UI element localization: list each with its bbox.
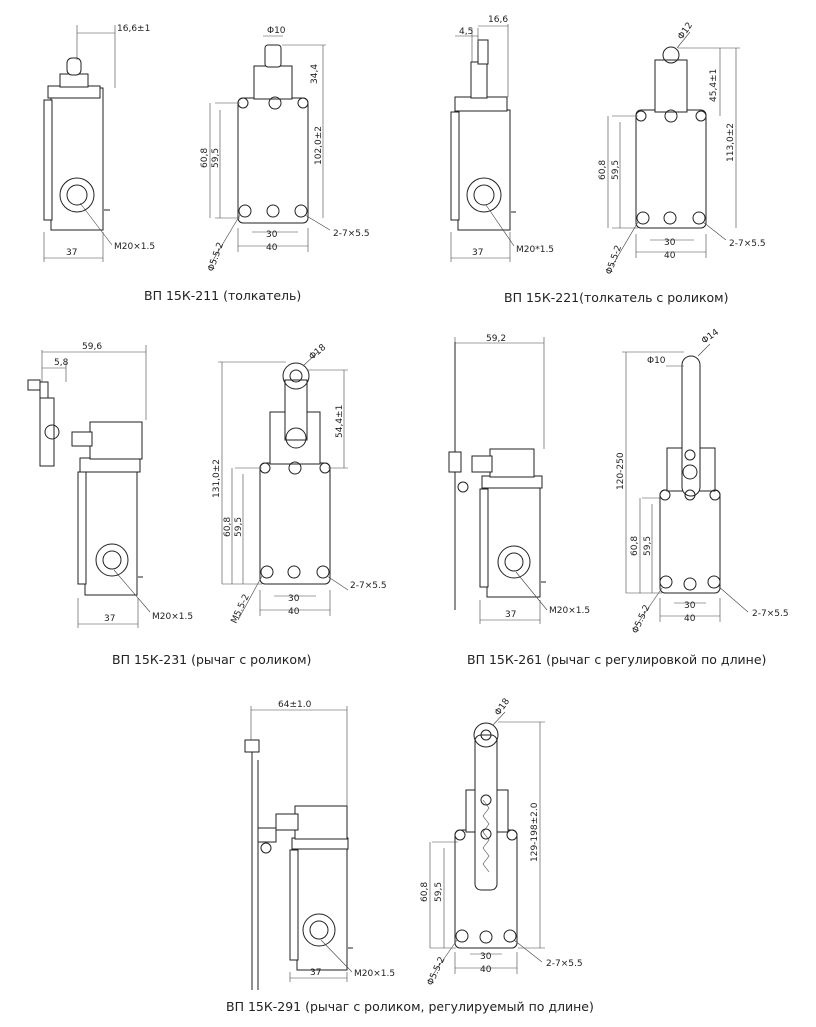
drawing-231-side-view: 59,6 5,8 37 M20×1.5 — [27, 342, 193, 628]
dim-231-side-bottom-width: 37 — [104, 614, 115, 624]
dim-261-side-thread: M20×1.5 — [549, 606, 590, 616]
dim-221-side-bottom-width: 37 — [472, 248, 483, 258]
dim-211-width: 40 — [266, 243, 278, 253]
drawing-221-side-view: 4,5 16,6 37 M20*1.5 — [450, 15, 554, 262]
dim-221-cap-dia: Φ12 — [676, 21, 695, 42]
dim-261-side-bottom-width: 37 — [505, 610, 516, 620]
dim-221-width: 40 — [664, 251, 676, 261]
dim-231-cap-dia: Φ18 — [308, 343, 329, 363]
dim-211-side-top-width: 16,6±1 — [117, 24, 150, 34]
dim-291-side-thread: M20×1.5 — [354, 969, 395, 979]
drawing-291-side-view: 64±1.0 37 M20×1.5 — [244, 700, 395, 990]
caption-211: ВП 15К-211 (толкатель) — [144, 288, 301, 303]
caption-221: ВП 15К-221(толкатель с роликом) — [504, 290, 728, 305]
dim-221-mount-hole: Φ5.5-2 — [604, 244, 624, 276]
dim-291-width: 40 — [480, 965, 492, 975]
dim-261-height-outer: 60,8 — [630, 536, 640, 556]
dim-221-side-offset: 4,5 — [459, 27, 473, 37]
dim-221-holes: 2-7×5.5 — [729, 239, 766, 249]
dim-291-cap-dia: Φ18 — [493, 697, 512, 718]
drawing-261-side-view: 59,2 37 M20×1.5 — [448, 334, 590, 624]
dim-231-holes: 2-7×5.5 — [350, 581, 387, 591]
dim-291-height-inner: 59,5 — [434, 882, 444, 902]
dim-211-cap-height: 34,4 — [310, 64, 320, 84]
dim-211-height-inner: 59,5 — [211, 148, 221, 168]
dim-261-cap-dia-a: Φ10 — [647, 356, 666, 366]
dim-231-side-thread: M20×1.5 — [152, 612, 193, 622]
drawing-231-front-view: Φ18 54,4±1 131,0±2 60,8 59,5 30 40 2-7×5… — [212, 343, 387, 626]
dim-211-side-bottom-width: 37 — [66, 248, 77, 258]
dim-211-cap-dia: Φ10 — [267, 26, 286, 36]
dim-211-holes: 2-7×5.5 — [333, 229, 370, 239]
caption-261: ВП 15К-261 (рычаг с регулировкой по длин… — [467, 652, 766, 667]
dim-291-mount-hole: Φ5.5-2 — [426, 956, 448, 988]
dim-261-cap-dia-b: Φ14 — [700, 327, 721, 346]
dim-291-side-top-width: 64±1.0 — [278, 700, 312, 710]
dim-261-width: 40 — [684, 614, 696, 624]
dim-261-side-top-width: 59,2 — [486, 334, 506, 344]
dim-291-holes: 2-7×5.5 — [546, 959, 583, 969]
dim-211-total-height: 102,0±2 — [314, 126, 324, 165]
dim-231-height-outer: 60,8 — [223, 517, 233, 537]
drawing-211-side-view: 16,6±1 37 M20×1.5 — [43, 24, 155, 262]
dim-211-height-outer: 60,8 — [200, 148, 210, 168]
dim-221-height-inner: 59,5 — [611, 160, 621, 180]
drawing-261-front-view: Φ10 Φ14 120-250 60,8 59,5 30 40 2-7×5.5 … — [616, 327, 789, 635]
dim-221-hole-spacing: 30 — [664, 238, 676, 248]
dim-291-side-bottom-width: 37 — [310, 968, 321, 978]
dim-211-hole-spacing: 30 — [266, 230, 278, 240]
dim-231-height-inner: 59,5 — [234, 517, 244, 537]
dim-231-side-top-width: 59,6 — [82, 342, 102, 352]
dim-231-hole-spacing: 30 — [288, 594, 300, 604]
dim-231-total-height: 131,0±2 — [212, 459, 222, 498]
dim-221-side-thread: M20*1.5 — [516, 245, 554, 255]
dim-211-mount-hole: Φ5.5-2 — [206, 241, 226, 273]
dim-291-height-outer: 60,8 — [420, 882, 430, 902]
dim-231-side-offset: 5,8 — [54, 358, 69, 368]
dim-261-hole-spacing: 30 — [684, 601, 696, 611]
drawing-211-front-view: Φ10 34,4 102,0±2 60,8 59,5 30 40 2-7×5.5… — [200, 26, 370, 273]
dim-221-height-outer: 60,8 — [598, 160, 608, 180]
dim-231-width: 40 — [288, 607, 300, 617]
caption-231: ВП 15К-231 (рычаг с роликом) — [112, 652, 311, 667]
dim-231-cap-height: 54,4±1 — [335, 405, 345, 438]
dim-221-cap-height: 45,4±1 — [709, 69, 719, 102]
drawing-221-front-view: Φ12 45,4±1 113,0±2 60,8 59,5 30 40 2-7×5… — [598, 21, 766, 276]
dim-291-hole-spacing: 30 — [480, 952, 492, 962]
dim-221-side-top-width: 16,6 — [488, 15, 508, 25]
dim-231-mount-hole: M5.5-2 — [230, 593, 252, 625]
dim-261-mount-hole: Φ5.5-2 — [631, 604, 653, 636]
dim-261-holes: 2-7×5.5 — [752, 609, 789, 619]
dim-261-total-height: 120-250 — [616, 452, 626, 490]
caption-291: ВП 15К-291 (рычаг с роликом, регулируемы… — [226, 999, 594, 1014]
dim-221-total-height: 113,0±2 — [726, 123, 736, 162]
drawing-291-front-view: Φ18 129-198±2.0 60,8 59,5 30 40 2-7×5.5 … — [420, 697, 583, 988]
dim-261-height-inner: 59,5 — [643, 536, 653, 556]
dim-211-side-thread: M20×1.5 — [114, 242, 155, 252]
dim-291-total-height: 129-198±2.0 — [530, 802, 540, 862]
